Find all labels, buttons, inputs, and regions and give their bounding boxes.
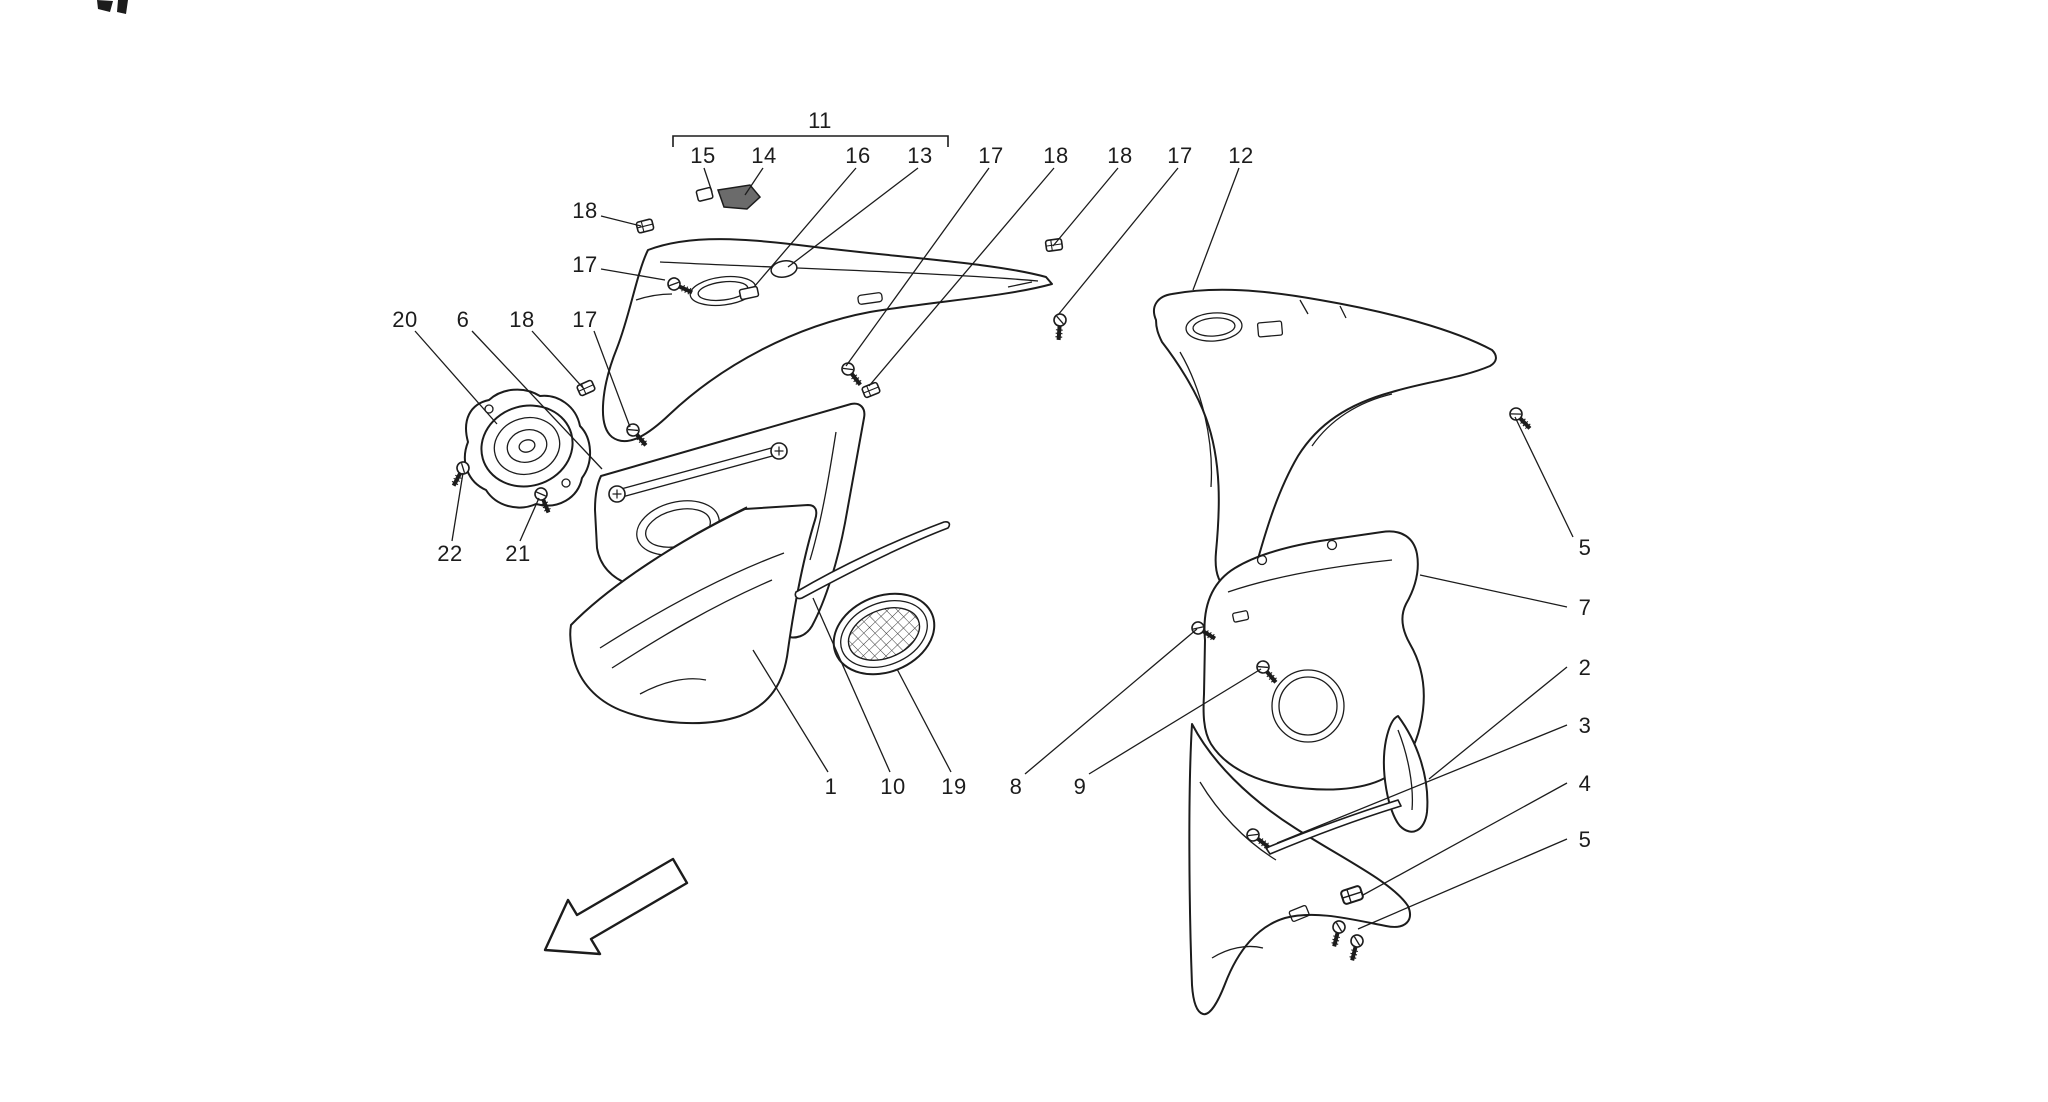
screw-fastener — [837, 358, 868, 391]
assembly-bracket — [672, 135, 949, 147]
callout-16: 16 — [845, 143, 871, 168]
callout-6: 6 — [456, 307, 470, 332]
screw-fastener — [1344, 931, 1367, 964]
callout-18-a: 18 — [1043, 143, 1069, 168]
callout-21: 21 — [505, 541, 531, 566]
callout-22: 22 — [437, 541, 463, 566]
callout-20: 20 — [392, 307, 418, 332]
side-trim-panel — [1202, 530, 1425, 791]
direction-arrow — [543, 857, 689, 956]
mounting-brackets — [695, 184, 798, 301]
callout-11: 11 — [808, 108, 832, 133]
clip-fastener — [575, 378, 597, 398]
screw-fastener — [1326, 917, 1349, 950]
callout-3: 3 — [1578, 713, 1592, 738]
callout-10: 10 — [880, 774, 906, 799]
upper-quarter-trim-panel — [601, 238, 1053, 443]
callout-5-a: 5 — [1578, 535, 1592, 560]
callout-19: 19 — [941, 774, 967, 799]
trim-strip — [794, 521, 951, 600]
lower-quarter-trim-panel — [569, 504, 818, 725]
callout-18-c: 18 — [572, 198, 598, 223]
callout-13: 13 — [907, 143, 933, 168]
rail-boss — [770, 442, 788, 460]
rail-boss — [608, 485, 626, 503]
callout-17-b: 17 — [1167, 143, 1193, 168]
callout-2: 2 — [1578, 655, 1592, 680]
callout-7: 7 — [1578, 595, 1592, 620]
callout-8: 8 — [1009, 774, 1023, 799]
lamp-lens — [832, 592, 936, 676]
callout-1: 1 — [824, 774, 838, 799]
callout-12: 12 — [1228, 143, 1254, 168]
callout-18-d: 18 — [509, 307, 535, 332]
screw-fastener — [448, 460, 471, 489]
speaker — [463, 388, 591, 509]
scan-artifact — [97, 0, 128, 14]
c-pillar-trim-panel — [1153, 288, 1497, 592]
leader-lines — [414, 167, 1574, 930]
callout-17-a: 17 — [978, 143, 1004, 168]
callout-5-b: 5 — [1578, 827, 1592, 852]
callout-17-c: 17 — [572, 252, 598, 277]
callout-4: 4 — [1578, 771, 1592, 796]
callout-9: 9 — [1073, 774, 1087, 799]
callout-14: 14 — [751, 143, 777, 168]
retainer-strip — [1265, 799, 1402, 855]
callout-18-b: 18 — [1107, 143, 1133, 168]
callout-17-d: 17 — [572, 307, 598, 332]
trim-fin-panel — [1383, 715, 1429, 833]
callout-15: 15 — [690, 143, 716, 168]
screw-fastener — [1050, 311, 1069, 343]
